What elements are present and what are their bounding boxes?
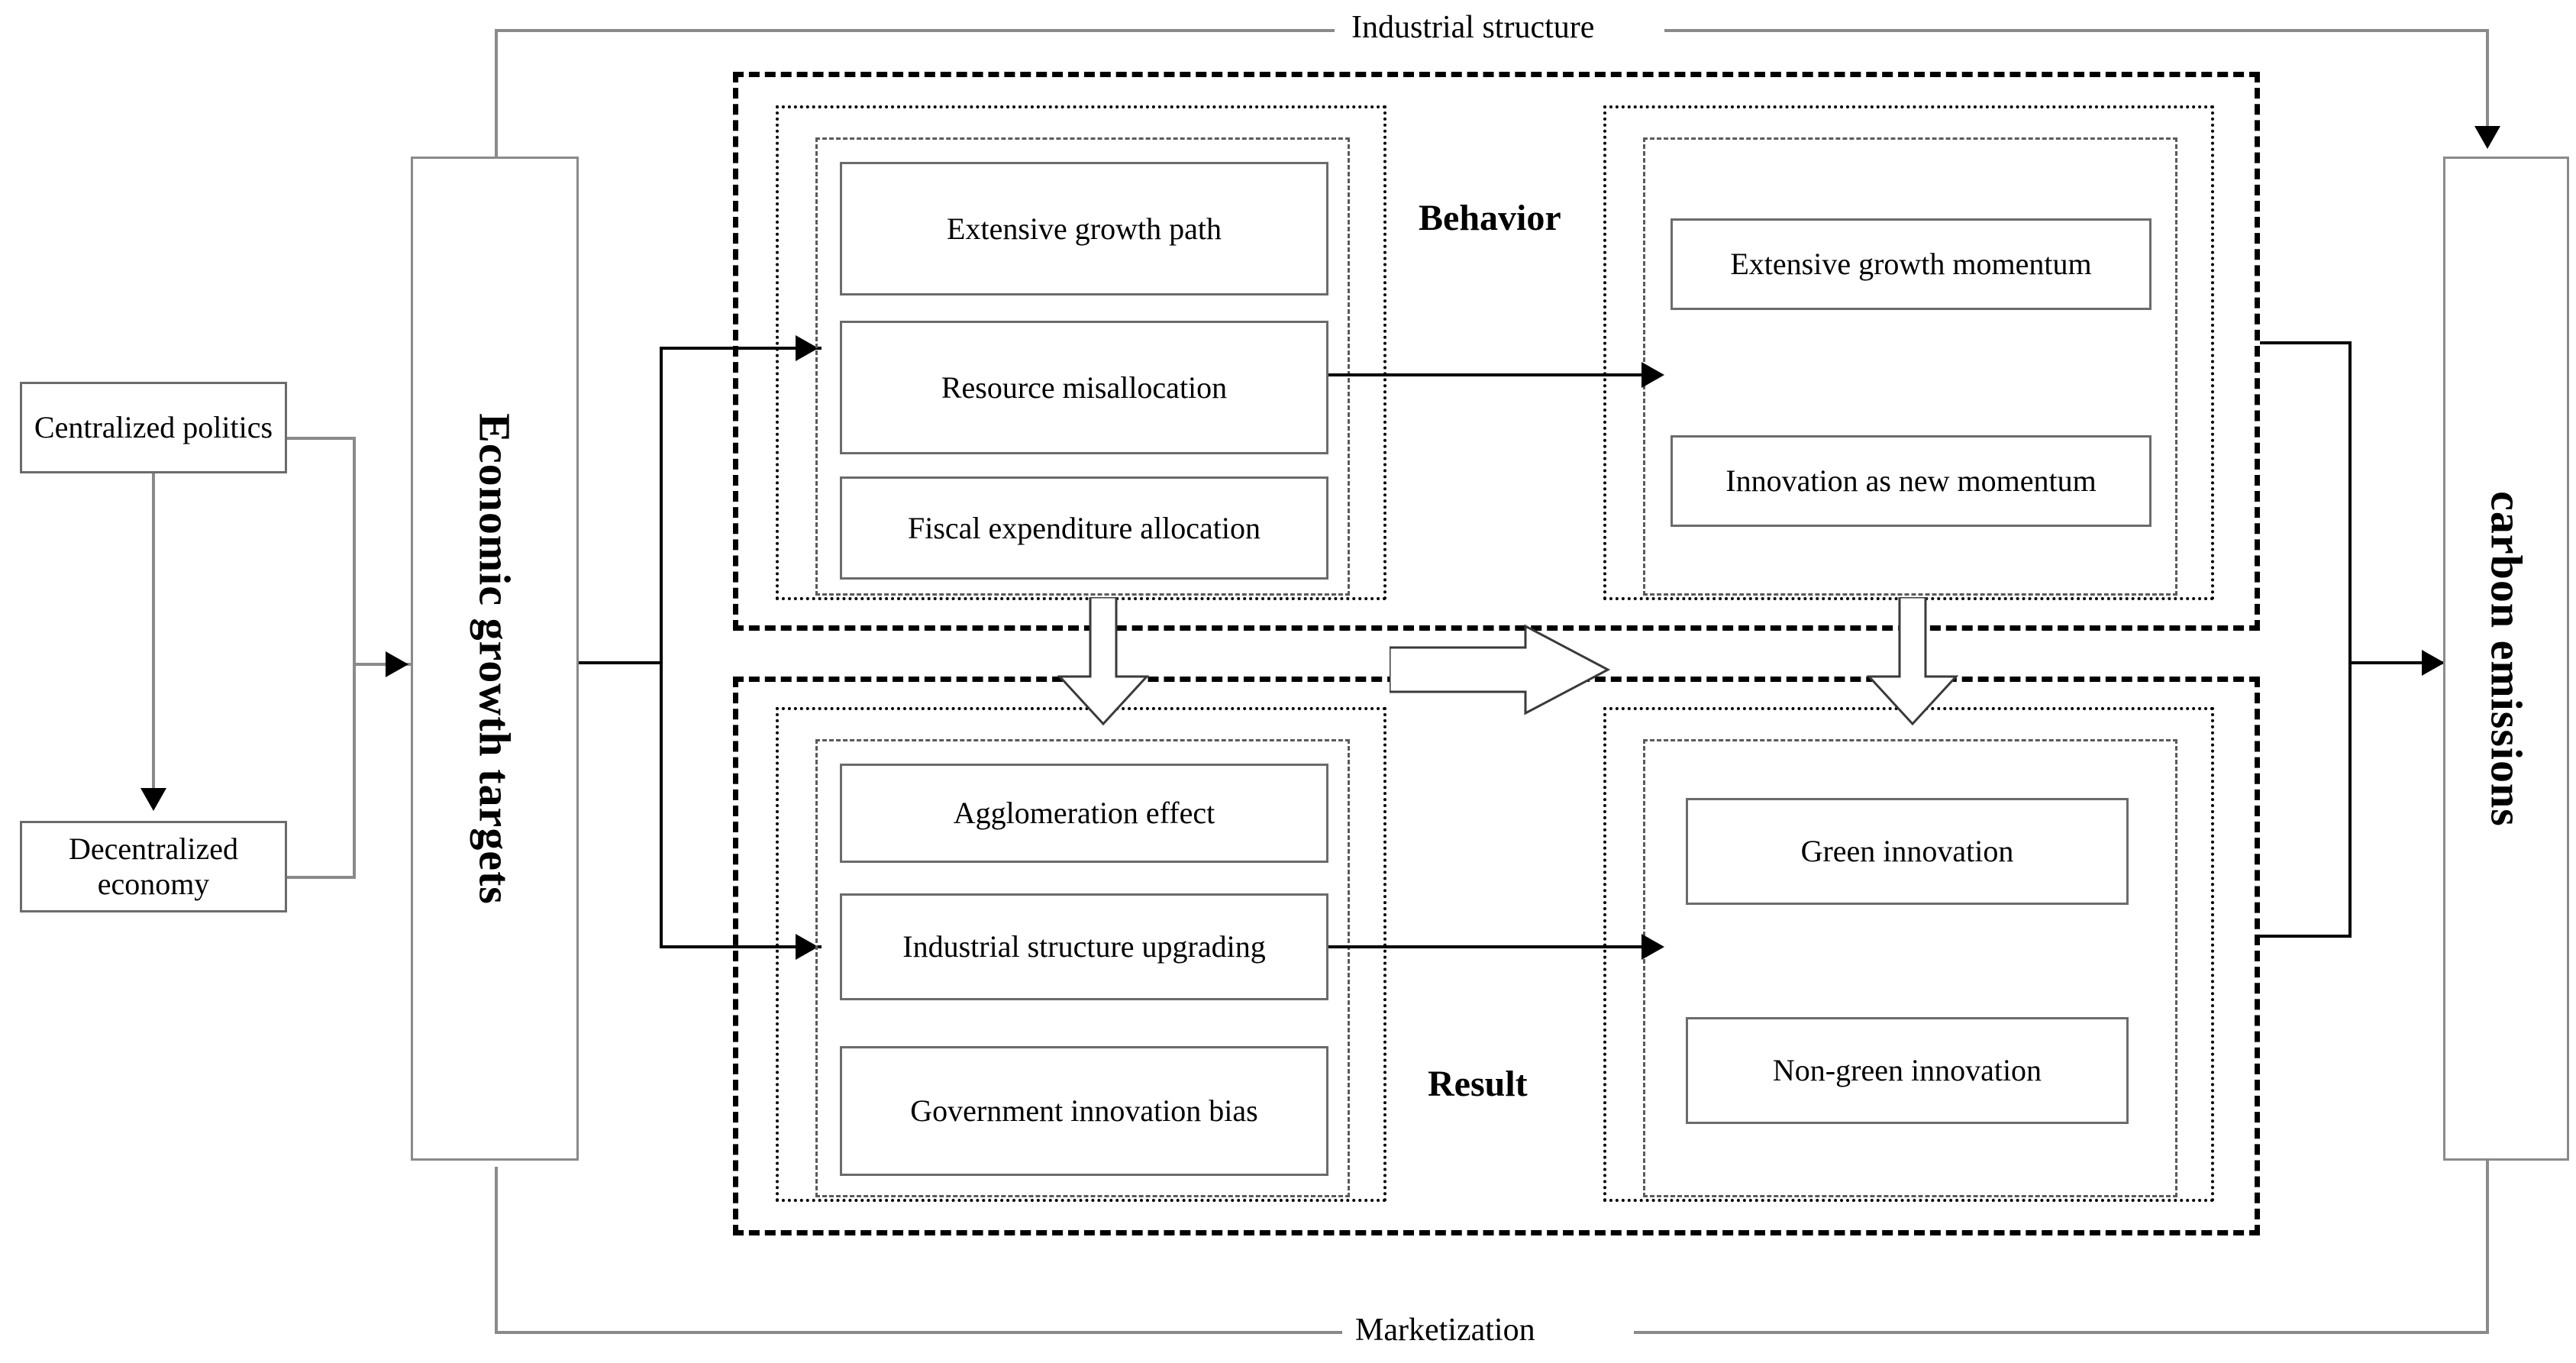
node-centralized-politics[interactable]: Centralized politics — [20, 382, 287, 473]
pillar-carbon-emissions[interactable]: carbon emissions — [2443, 157, 2569, 1161]
behavior-internal-arrow-line — [1328, 373, 1649, 376]
hollow-arrow-left-down — [1057, 597, 1150, 725]
industrial-structure-label: Industrial structure — [1351, 10, 1595, 45]
left-bracket-bottom-stub — [287, 876, 356, 879]
result-box-non-green-innovation[interactable]: Non-green innovation — [1686, 1017, 2129, 1124]
pillar-economic-growth-targets[interactable]: Economic growth targets — [411, 157, 579, 1161]
pillar-carbon-emissions-label: carbon emissions — [2481, 490, 2531, 827]
centralized-to-decentralized-arrowhead — [140, 788, 166, 811]
left-bracket-arrowhead — [386, 651, 408, 677]
result-right-group — [1643, 739, 2177, 1197]
behavior-box-fiscal-expenditure-allocation[interactable]: Fiscal expenditure allocation — [840, 476, 1328, 580]
left-bracket-to-pillar — [353, 663, 411, 666]
result-box-industrial-structure-upgrading[interactable]: Industrial structure upgrading — [840, 893, 1328, 1000]
behavior-box-extensive-growth-momentum[interactable]: Extensive growth momentum — [1671, 218, 2152, 310]
behavior-box-fiscal-expenditure-allocation-label: Fiscal expenditure allocation — [907, 510, 1261, 545]
pillar-out-stub — [579, 661, 663, 664]
bottom-feedback-left-horizontal — [495, 1331, 1342, 1334]
right-bracket-upper-stub — [2260, 341, 2352, 344]
right-bracket-lower-stub — [2260, 935, 2352, 938]
right-bracket-arrowhead — [2422, 650, 2445, 676]
behavior-region — [733, 72, 2260, 631]
result-internal-arrow-line — [1328, 945, 1649, 948]
behavior-left-subregion — [776, 105, 1386, 600]
result-box-industrial-structure-upgrading-label: Industrial structure upgrading — [902, 929, 1266, 964]
behavior-box-innovation-as-new-momentum[interactable]: Innovation as new momentum — [1671, 435, 2152, 527]
behavior-box-resource-misallocation[interactable]: Resource misallocation — [840, 321, 1328, 454]
pillar-out-lower-branch — [660, 945, 822, 948]
top-feedback-right-vertical — [2486, 29, 2489, 128]
pillar-out-split-spine — [660, 347, 663, 948]
behavior-box-extensive-growth-path-label: Extensive growth path — [947, 211, 1222, 246]
top-feedback-right-horizontal — [1664, 29, 2489, 32]
result-box-agglomeration-effect[interactable]: Agglomeration effect — [840, 764, 1328, 863]
centralized-to-decentralized-line — [152, 473, 155, 790]
result-section-label: Result — [1428, 1064, 1528, 1104]
result-box-government-innovation-bias[interactable]: Government innovation bias — [840, 1046, 1328, 1176]
result-box-non-green-innovation-label: Non-green innovation — [1772, 1053, 2042, 1087]
result-internal-arrowhead — [1641, 934, 1664, 960]
behavior-box-extensive-growth-path[interactable]: Extensive growth path — [840, 162, 1328, 296]
pillar-out-lower-arrowhead — [796, 934, 818, 960]
marketization-label: Marketization — [1355, 1313, 1535, 1348]
behavior-box-innovation-as-new-momentum-label: Innovation as new momentum — [1725, 463, 2097, 498]
result-box-green-innovation-label: Green innovation — [1800, 834, 2014, 868]
result-left-group — [815, 739, 1350, 1197]
bottom-feedback-right-horizontal — [1634, 1331, 2489, 1334]
right-bracket-to-pillar — [2348, 661, 2446, 664]
bottom-feedback-left-vertical — [495, 1167, 498, 1333]
node-centralized-politics-label: Centralized politics — [34, 410, 273, 444]
hollow-arrow-right-down — [1866, 597, 1959, 725]
result-box-agglomeration-effect-label: Agglomeration effect — [953, 796, 1215, 830]
top-feedback-left-vertical — [495, 29, 498, 166]
result-box-green-innovation[interactable]: Green innovation — [1686, 798, 2129, 905]
top-feedback-left-horizontal — [495, 29, 1335, 32]
result-left-subregion — [776, 707, 1386, 1202]
result-box-government-innovation-bias-label: Government innovation bias — [910, 1093, 1258, 1128]
top-feedback-arrowhead — [2474, 126, 2500, 149]
behavior-box-extensive-growth-momentum-label: Extensive growth momentum — [1730, 247, 2092, 281]
left-bracket-top-stub — [287, 437, 356, 440]
right-bracket-spine — [2348, 341, 2352, 938]
behavior-box-resource-misallocation-label: Resource misallocation — [941, 370, 1228, 405]
pillar-out-upper-branch — [660, 347, 822, 350]
behavior-internal-arrowhead — [1641, 362, 1664, 388]
left-bracket-spine — [353, 437, 356, 879]
node-decentralized-economy-label: Decentralized economy — [68, 832, 239, 901]
behavior-left-group — [815, 137, 1350, 596]
node-decentralized-economy[interactable]: Decentralized economy — [20, 821, 287, 912]
bottom-feedback-right-vertical — [2486, 1155, 2489, 1333]
pillar-out-upper-arrowhead — [796, 335, 818, 361]
behavior-right-group — [1643, 137, 2177, 596]
behavior-section-label: Behavior — [1419, 198, 1561, 238]
pillar-economic-growth-targets-label: Economic growth targets — [470, 412, 520, 905]
hollow-arrow-middle-right — [1390, 624, 1611, 715]
